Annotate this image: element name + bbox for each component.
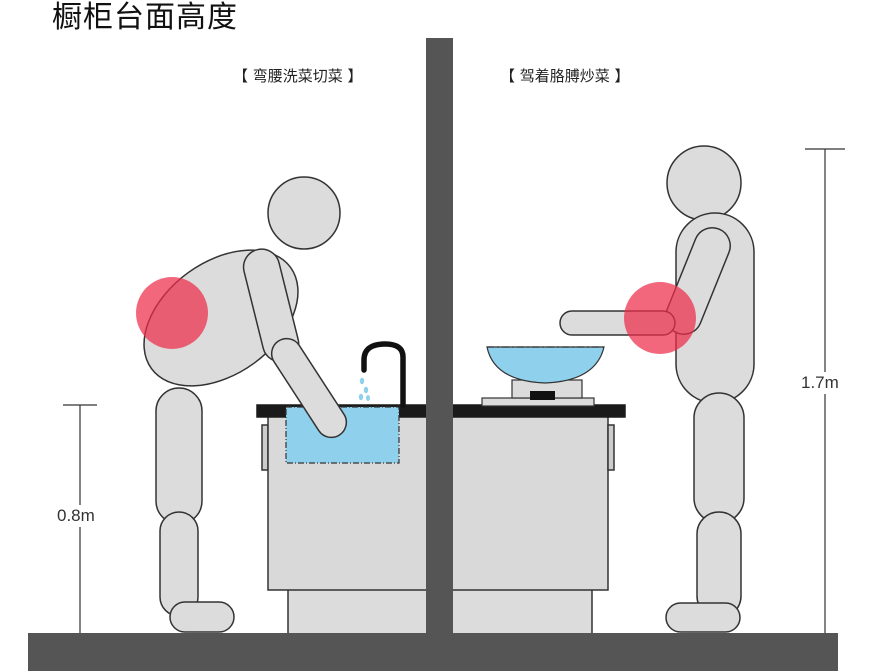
strain-hotspot-icon — [136, 277, 696, 354]
wok-icon — [486, 346, 605, 384]
stove-icon — [481, 379, 595, 407]
counter-height-label: 0.8m — [57, 505, 95, 527]
faucet-icon — [361, 341, 406, 408]
left-panel-label: 【 弯腰洗菜切菜 】 — [233, 67, 363, 85]
right-panel-label: 【 驾着胳膊炒菜 】 — [500, 67, 630, 85]
center-divider — [426, 38, 453, 634]
page-title: 橱柜台面高度 — [52, 0, 238, 35]
right-cabinet — [451, 404, 626, 635]
floor — [28, 633, 838, 671]
person-height-label: 1.7m — [801, 372, 839, 394]
water-drops-icon — [358, 377, 370, 401]
